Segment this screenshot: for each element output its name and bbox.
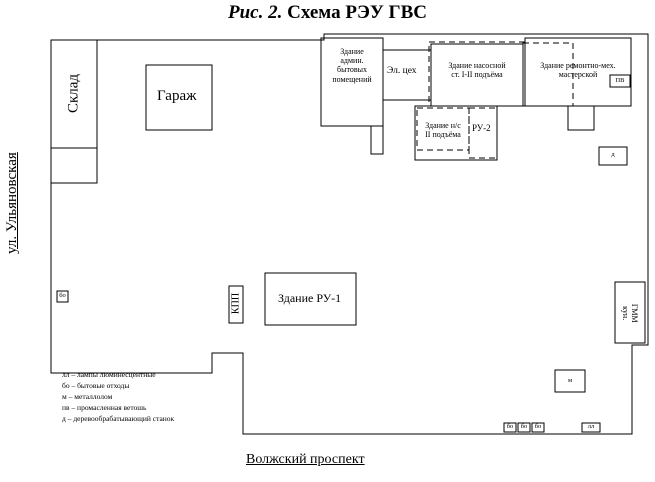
- el-ceh-label: Эл. цех: [387, 66, 417, 76]
- gmm-line-1: ГММ: [630, 303, 640, 323]
- legend-item: пв – промасленная ветошь: [62, 403, 147, 412]
- admin-building-line-4: помещений: [332, 74, 372, 84]
- gmm-line-2: кун.: [621, 306, 630, 321]
- pump-station-2-line-2: II подъёма: [425, 130, 461, 140]
- marker-bo3-box: [531, 422, 545, 433]
- admin-building-line-1: Здание: [340, 47, 364, 56]
- marker-d-box: [598, 146, 628, 166]
- garage-building: [145, 64, 213, 131]
- marker-bo-box: [56, 290, 69, 303]
- page-title: Рис. 2. Схема РЭУ ГВС: [0, 2, 655, 24]
- pump-station-label: Здание насосной ст. I-II подъёма: [431, 61, 523, 79]
- marker-d-label: д: [611, 151, 615, 158]
- marker-m-label: м: [567, 377, 573, 384]
- marker-bo1-box: [503, 422, 517, 433]
- admin-building-label: Здание админ. бытовых помещений: [322, 47, 382, 84]
- marker-bo2-box: [517, 422, 531, 433]
- admin-annex: [370, 125, 384, 155]
- marker-bo3-label: бо: [534, 423, 542, 430]
- ru1-building: [264, 272, 357, 326]
- repair-shop-annex: [567, 105, 595, 131]
- legend-item: м – металлолом: [62, 392, 113, 401]
- ru2-label: РУ-2: [472, 123, 491, 133]
- legend-item: д – деревообрабатывающий станок: [62, 414, 175, 423]
- marker-pv-label: ПВ: [615, 77, 625, 84]
- sklad-annex: [50, 147, 98, 184]
- marker-bo1-label: бо: [506, 423, 514, 430]
- repair-shop-line-2: мастерской: [558, 70, 598, 80]
- sklad-label: Склад: [65, 73, 82, 114]
- marker-pv-box: [609, 74, 631, 88]
- legend-item: бо – бытовые отходы: [62, 381, 130, 390]
- gmm-building: [614, 281, 646, 344]
- figure-title: Схема РЭУ ГВС: [287, 2, 428, 23]
- marker-m-box: [554, 369, 586, 393]
- pump-station-2-label: Здание н/с II подъёма: [417, 121, 469, 139]
- gmm-label: ГММ кун.: [621, 283, 639, 343]
- admin-building-line-3: бытовых: [337, 65, 367, 75]
- legend: лл – лампы люминесцентные бо – бытовые о…: [62, 369, 174, 424]
- repair-shop-label: Здание ремонтно-мех. мастерской: [526, 61, 630, 79]
- marker-bo2-label: бо: [520, 423, 528, 430]
- ru2-zone: [468, 107, 498, 159]
- repair-shop-line-1: Здание ремонтно-мех.: [540, 61, 616, 70]
- ru1-label: Здание РУ-1: [278, 291, 342, 305]
- pump-station-line-1: Здание насосной: [448, 61, 506, 70]
- kpp-label: КПП: [230, 292, 242, 315]
- pump-station-line-2: ст. I-II подъёма: [451, 70, 503, 80]
- repair-shop-zone: [522, 42, 574, 107]
- street-volzhsky: Волжский проспект: [246, 452, 365, 467]
- figure-number: Рис. 2.: [227, 2, 283, 23]
- site-boundary: [50, 33, 649, 435]
- marker-ll-label: лл: [587, 423, 595, 430]
- marker-bo-label: бо: [59, 292, 66, 299]
- street-ulyanovskaya: ул. Ульяновская: [4, 152, 20, 254]
- kpp-building: [228, 285, 244, 324]
- legend-item: лл – лампы люминесцентные: [62, 370, 156, 379]
- garazh-label: Гараж: [157, 88, 197, 104]
- marker-ll-box: [581, 422, 601, 433]
- admin-building-line-2: админ.: [340, 56, 364, 66]
- pump-station-2-line-1: Здание н/с: [425, 121, 461, 130]
